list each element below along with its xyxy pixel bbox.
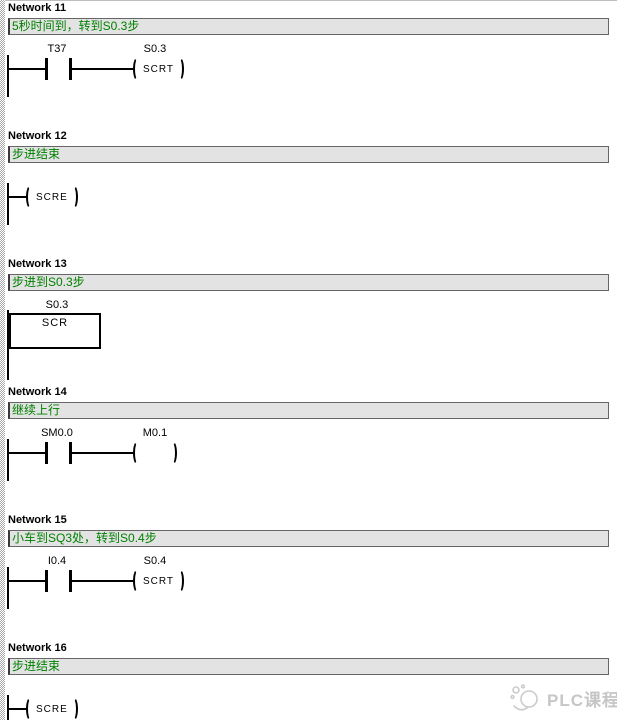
coil-paren-left <box>26 185 35 209</box>
network-11-block: Network 11 5秒时间到，转到S0.3步 T37 S0.3 SCRT <box>0 0 617 128</box>
wire <box>7 196 27 198</box>
coil-paren-right <box>168 441 177 465</box>
no-contact-symbol[interactable] <box>45 58 48 80</box>
scrt-coil-symbol[interactable]: SCRT <box>133 57 185 81</box>
wire <box>72 452 135 454</box>
coil-paren-right <box>69 185 78 209</box>
network-14-title[interactable]: Network 14 <box>8 386 67 398</box>
coil-paren-left <box>133 441 142 465</box>
no-contact-symbol[interactable] <box>69 570 72 592</box>
network-13-block: Network 13 步进到S0.3步 S0.3 SCR <box>0 256 617 384</box>
watermark-label: PLC课程 <box>547 690 617 710</box>
coil-instruction: SCRT <box>143 575 175 587</box>
coil-instruction: SCRE <box>36 191 68 203</box>
network-14-comment[interactable]: 继续上行 <box>8 402 609 419</box>
no-contact-symbol[interactable] <box>69 58 72 80</box>
contact-operand[interactable]: T37 <box>47 43 67 55</box>
network-12-comment[interactable]: 步进结束 <box>8 146 609 163</box>
coil-paren-right <box>175 569 185 593</box>
left-margin-stipple <box>0 0 5 720</box>
coil-instruction: SCRE <box>36 703 68 715</box>
wire <box>7 327 10 329</box>
wire <box>72 68 135 70</box>
coil-operand[interactable]: M0.1 <box>142 427 168 439</box>
contact-operand[interactable]: SM0.0 <box>41 427 73 439</box>
power-rail <box>7 695 9 720</box>
output-coil-symbol[interactable] <box>133 441 177 465</box>
power-rail <box>7 55 9 97</box>
no-contact-symbol[interactable] <box>69 442 72 464</box>
coil-paren-left <box>133 569 142 593</box>
scr-box-operand[interactable]: S0.3 <box>45 299 69 311</box>
network-16-block: Network 16 步进结束 SCRE <box>0 640 617 720</box>
network-15-comment[interactable]: 小车到SQ3处，转到S0.4步 <box>8 530 609 547</box>
network-12-title[interactable]: Network 12 <box>8 130 67 142</box>
coil-operand[interactable]: S0.4 <box>143 555 167 567</box>
wire <box>7 708 27 710</box>
contact-operand[interactable]: I0.4 <box>47 555 67 567</box>
top-border-line <box>0 0 617 1</box>
coil-paren-left <box>26 697 35 720</box>
power-rail <box>7 439 9 481</box>
scr-box-symbol[interactable]: SCR <box>9 313 101 349</box>
coil-paren-right <box>69 697 78 720</box>
power-rail <box>7 310 9 380</box>
network-16-title[interactable]: Network 16 <box>8 642 67 654</box>
network-13-title[interactable]: Network 13 <box>8 258 67 270</box>
hand-globe-logo-icon <box>510 684 538 711</box>
network-14-block: Network 14 继续上行 SM0.0 M0.1 <box>0 384 617 512</box>
watermark: PLC课程 <box>509 683 617 713</box>
network-13-comment[interactable]: 步进到S0.3步 <box>8 274 609 291</box>
wire <box>7 452 46 454</box>
coil-paren-left <box>133 57 142 81</box>
network-11-comment[interactable]: 5秒时间到，转到S0.3步 <box>8 18 609 35</box>
coil-operand[interactable]: S0.3 <box>143 43 167 55</box>
no-contact-symbol[interactable] <box>45 442 48 464</box>
power-rail <box>7 567 9 609</box>
wire <box>7 580 46 582</box>
scrt-coil-symbol[interactable]: SCRT <box>133 569 185 593</box>
power-rail <box>7 183 9 225</box>
network-16-comment[interactable]: 步进结束 <box>8 658 609 675</box>
wire <box>7 68 46 70</box>
scre-coil-symbol[interactable]: SCRE <box>26 697 78 720</box>
network-12-block: Network 12 步进结束 SCRE <box>0 128 617 256</box>
network-15-title[interactable]: Network 15 <box>8 514 67 526</box>
network-15-block: Network 15 小车到SQ3处，转到S0.4步 I0.4 S0.4 SCR… <box>0 512 617 640</box>
network-11-title[interactable]: Network 11 <box>8 2 67 14</box>
wire <box>72 580 135 582</box>
no-contact-symbol[interactable] <box>45 570 48 592</box>
coil-instruction: SCRT <box>143 63 175 75</box>
scre-coil-symbol[interactable]: SCRE <box>26 185 78 209</box>
coil-paren-right <box>175 57 185 81</box>
